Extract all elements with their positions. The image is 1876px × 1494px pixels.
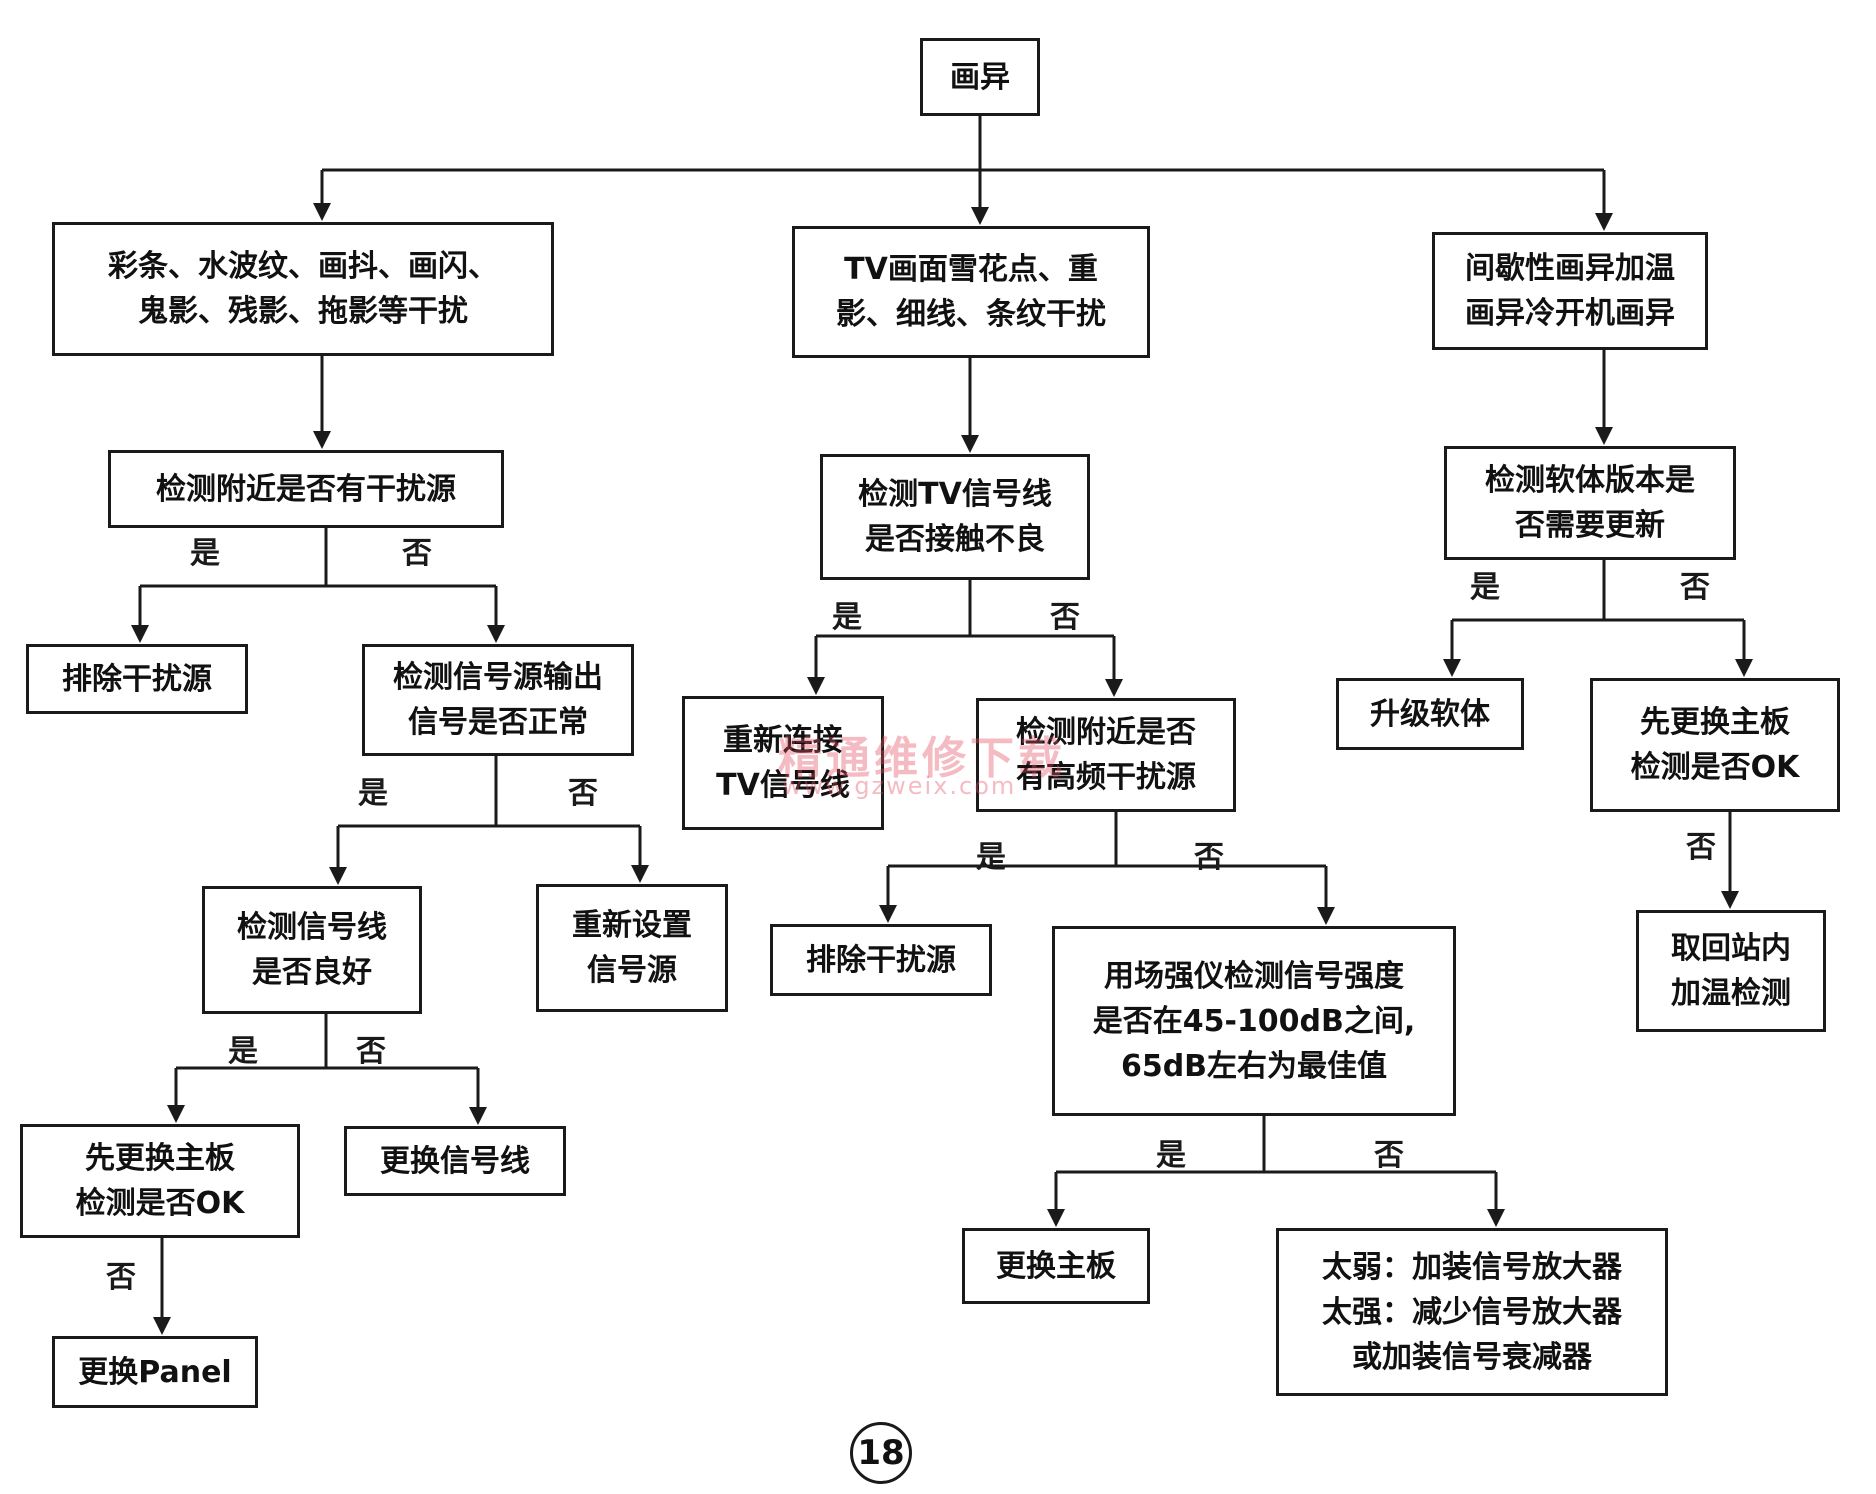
node-a4-check-signal-source: 检测信号源输出 信号是否正常 bbox=[362, 644, 634, 756]
node-a3-remove-interference: 排除干扰源 bbox=[26, 644, 248, 714]
node-c4-replace-mainboard: 先更换主板 检测是否OK bbox=[1590, 678, 1840, 812]
node-a2-check-nearby-interference: 检测附近是否有干扰源 bbox=[108, 450, 504, 528]
node-root: 画异 bbox=[920, 38, 1040, 116]
node-a7-replace-mainboard: 先更换主板 检测是否OK bbox=[20, 1124, 300, 1238]
label-no-c2: 否 bbox=[1680, 570, 1710, 605]
node-a6-reset-signal-source: 重新设置 信号源 bbox=[536, 884, 728, 1012]
label-no-a7: 否 bbox=[106, 1260, 136, 1295]
label-yes-b4: 是 bbox=[976, 840, 1006, 875]
label-no-a4: 否 bbox=[568, 776, 598, 811]
node-b5-remove-interference: 排除干扰源 bbox=[770, 924, 992, 996]
label-no-b2: 否 bbox=[1050, 600, 1080, 635]
node-b3-reconnect-tv-cable: 重新连接 TV信号线 bbox=[682, 696, 884, 830]
node-a8-replace-signal-cable: 更换信号线 bbox=[344, 1126, 566, 1196]
node-a5-check-signal-cable: 检测信号线 是否良好 bbox=[202, 886, 422, 1014]
node-b1-tv-symptoms: TV画面雪花点、重 影、细线、条纹干扰 bbox=[792, 226, 1150, 358]
node-b8-amplifier-advice: 太弱：加装信号放大器 太强：减少信号放大器 或加装信号衰减器 bbox=[1276, 1228, 1668, 1396]
node-c2-check-firmware: 检测软体版本是 否需要更新 bbox=[1444, 446, 1736, 560]
node-c3-upgrade-firmware: 升级软体 bbox=[1336, 678, 1524, 750]
label-yes-c2: 是 bbox=[1470, 570, 1500, 605]
label-yes-a5: 是 bbox=[228, 1034, 258, 1069]
label-no-c4: 否 bbox=[1686, 830, 1716, 865]
node-b2-check-tv-cable: 检测TV信号线 是否接触不良 bbox=[820, 454, 1090, 580]
page-number: 18 bbox=[850, 1422, 912, 1484]
label-yes-a2: 是 bbox=[190, 536, 220, 571]
node-c1-intermittent: 间歇性画异加温 画异冷开机画异 bbox=[1432, 232, 1708, 350]
node-a9-replace-panel: 更换Panel bbox=[52, 1336, 258, 1408]
node-b6-field-strength-check: 用场强仪检测信号强度 是否在45-100dB之间, 65dB左右为最佳值 bbox=[1052, 926, 1456, 1116]
node-a1-symptoms: 彩条、水波纹、画抖、画闪、 鬼影、残影、拖影等干扰 bbox=[52, 222, 554, 356]
label-yes-a4: 是 bbox=[358, 776, 388, 811]
label-yes-b6: 是 bbox=[1156, 1138, 1186, 1173]
label-no-a5: 否 bbox=[356, 1034, 386, 1069]
label-no-b6: 否 bbox=[1374, 1138, 1404, 1173]
label-yes-b2: 是 bbox=[832, 600, 862, 635]
node-c5-return-for-heat-test: 取回站内 加温检测 bbox=[1636, 910, 1826, 1032]
node-b4-check-hf-interference: 检测附近是否 有高频干扰源 bbox=[976, 698, 1236, 812]
node-b7-replace-mainboard: 更换主板 bbox=[962, 1228, 1150, 1304]
label-no-a2: 否 bbox=[402, 536, 432, 571]
label-no-b4: 否 bbox=[1194, 840, 1224, 875]
